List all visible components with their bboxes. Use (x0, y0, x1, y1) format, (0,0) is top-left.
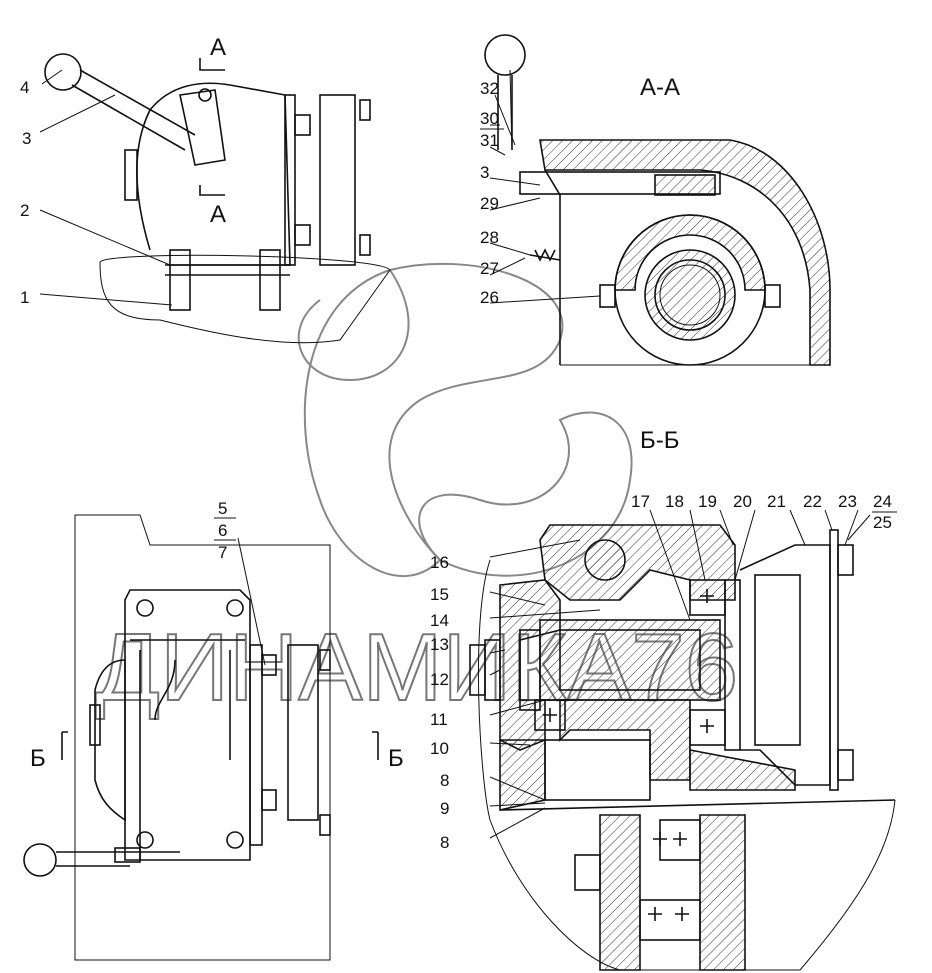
bottom-left-view (23, 514, 379, 961)
callout-3-aa: 3 (480, 163, 489, 182)
section-mark-a-bottom: A (210, 201, 226, 228)
callout-22: 22 (803, 492, 822, 511)
section-aa-drawing (484, 34, 831, 366)
callout-3: 3 (22, 129, 31, 148)
callout-30: 30 (480, 109, 499, 128)
callout-2: 2 (20, 201, 29, 220)
leader-5-7 (237, 537, 266, 666)
callout-25: 25 (873, 513, 892, 532)
section-bb-drawing (469, 524, 896, 971)
callout-4: 4 (20, 78, 29, 97)
section-bb-title: Б-Б (640, 427, 680, 454)
callout-31: 31 (480, 131, 499, 150)
callout-13: 13 (430, 635, 449, 654)
section-aa-leaders (489, 94, 601, 304)
callout-27: 27 (480, 259, 499, 278)
callout-6: 6 (218, 521, 227, 540)
top-left-leaders (39, 69, 173, 306)
section-mark-b-right: Б (388, 745, 404, 772)
callout-28: 28 (480, 228, 499, 247)
callout-21: 21 (767, 492, 786, 511)
callout-11: 11 (430, 710, 448, 729)
callout-16: 16 (430, 553, 449, 572)
callout-15: 15 (430, 585, 449, 604)
callout-32: 32 (480, 79, 499, 98)
callout-14: 14 (430, 611, 449, 630)
callout-20: 20 (733, 492, 752, 511)
lever-knob-bottom (23, 843, 57, 877)
callout-17: 17 (631, 492, 650, 511)
lever-knob (44, 53, 82, 91)
callout-19: 19 (698, 492, 717, 511)
callout-10: 10 (430, 739, 449, 758)
callout-8-upper: 8 (440, 771, 449, 790)
callout-29: 29 (480, 194, 499, 213)
section-mark-a-top: A (210, 34, 226, 61)
callout-12: 12 (430, 670, 449, 689)
callout-9: 9 (440, 799, 449, 818)
callout-1: 1 (20, 288, 29, 307)
callout-24: 24 (873, 492, 892, 511)
callout-5: 5 (218, 499, 227, 518)
section-bb-leaders (489, 509, 871, 839)
callout-23: 23 (838, 492, 857, 511)
top-left-view (44, 53, 391, 344)
callout-18: 18 (665, 492, 684, 511)
section-aa-title: A-A (640, 74, 680, 101)
callout-26: 26 (480, 288, 499, 307)
callout-8-lower: 8 (440, 833, 449, 852)
section-mark-b-left: Б (30, 745, 46, 772)
callout-7: 7 (218, 543, 227, 562)
